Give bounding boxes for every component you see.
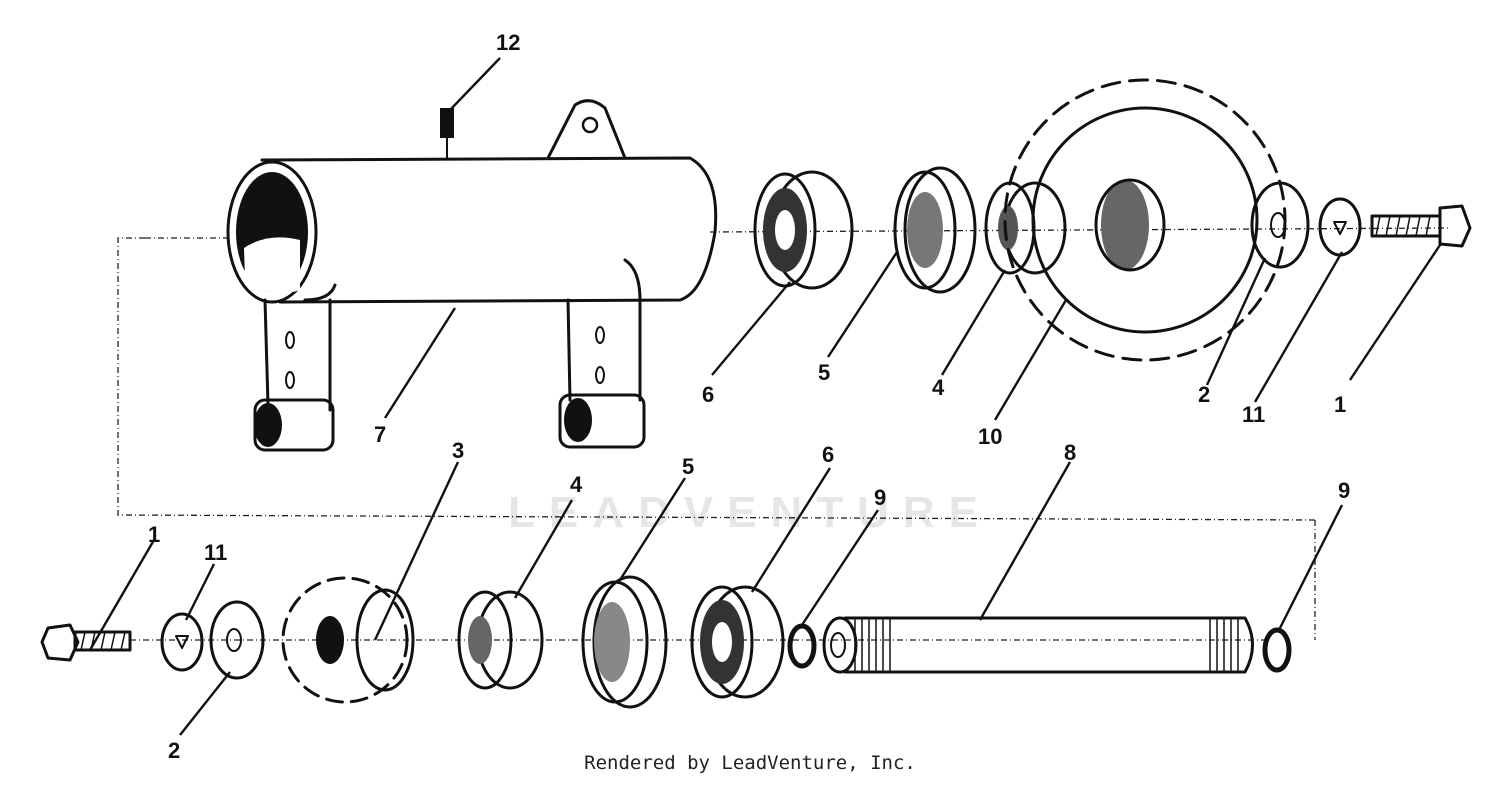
- callout-4-lower: 4: [570, 472, 583, 497]
- dust-seal-upper[interactable]: [893, 166, 977, 294]
- callout-2-upper: 2: [1198, 382, 1210, 407]
- callout-10: 10: [978, 424, 1002, 449]
- shaft[interactable]: [822, 616, 1254, 674]
- lock-washer-lower[interactable]: [160, 612, 204, 672]
- washer-lower[interactable]: [209, 600, 265, 680]
- callout-1-upper: 1: [1334, 392, 1346, 417]
- callout-labels: 12 7 6 5 4 10 2 11 1 1 11 2 3 4 5 6 9 8 …: [148, 30, 1350, 763]
- grease-fitting[interactable]: [440, 108, 454, 159]
- washer-upper[interactable]: [1250, 181, 1310, 269]
- spacer-upper[interactable]: [984, 181, 1067, 275]
- callout-12: 12: [496, 30, 520, 55]
- callout-2-lower: 2: [168, 738, 180, 763]
- bolt-lower[interactable]: [40, 623, 132, 662]
- callout-6-upper: 6: [702, 382, 714, 407]
- axis-lines: [117, 227, 1451, 641]
- callout-5-lower: 5: [682, 454, 694, 479]
- callout-3: 3: [452, 438, 464, 463]
- leader-lines: [88, 57, 1441, 736]
- watermark: LEADVENTURE: [507, 488, 993, 537]
- callout-11-lower: 11: [204, 540, 227, 565]
- callout-9-left: 9: [874, 485, 886, 510]
- callout-4-upper: 4: [932, 375, 945, 400]
- bearing-upper[interactable]: [753, 170, 854, 290]
- dust-seal-lower[interactable]: [581, 575, 668, 709]
- sprocket-large[interactable]: [1003, 78, 1287, 362]
- swing-arm-tube[interactable]: [226, 99, 718, 452]
- sprocket-small[interactable]: [281, 576, 415, 704]
- footer-credit: Rendered by LeadVenture, Inc.: [584, 752, 916, 774]
- callout-11-upper: 11: [1242, 402, 1265, 427]
- spacer-lower[interactable]: [457, 590, 544, 690]
- o-ring-right[interactable]: [1262, 627, 1292, 673]
- callout-8: 8: [1064, 440, 1076, 465]
- bearing-lower[interactable]: [690, 585, 785, 699]
- callout-1-lower: 1: [148, 522, 160, 547]
- callout-7: 7: [374, 422, 386, 447]
- o-ring-left[interactable]: [787, 623, 817, 669]
- lock-washer-upper[interactable]: [1318, 197, 1362, 257]
- callout-9-right: 9: [1338, 478, 1350, 503]
- bolt-upper[interactable]: [1370, 204, 1472, 248]
- callout-5-upper: 5: [818, 360, 830, 385]
- callout-6-lower: 6: [822, 442, 834, 467]
